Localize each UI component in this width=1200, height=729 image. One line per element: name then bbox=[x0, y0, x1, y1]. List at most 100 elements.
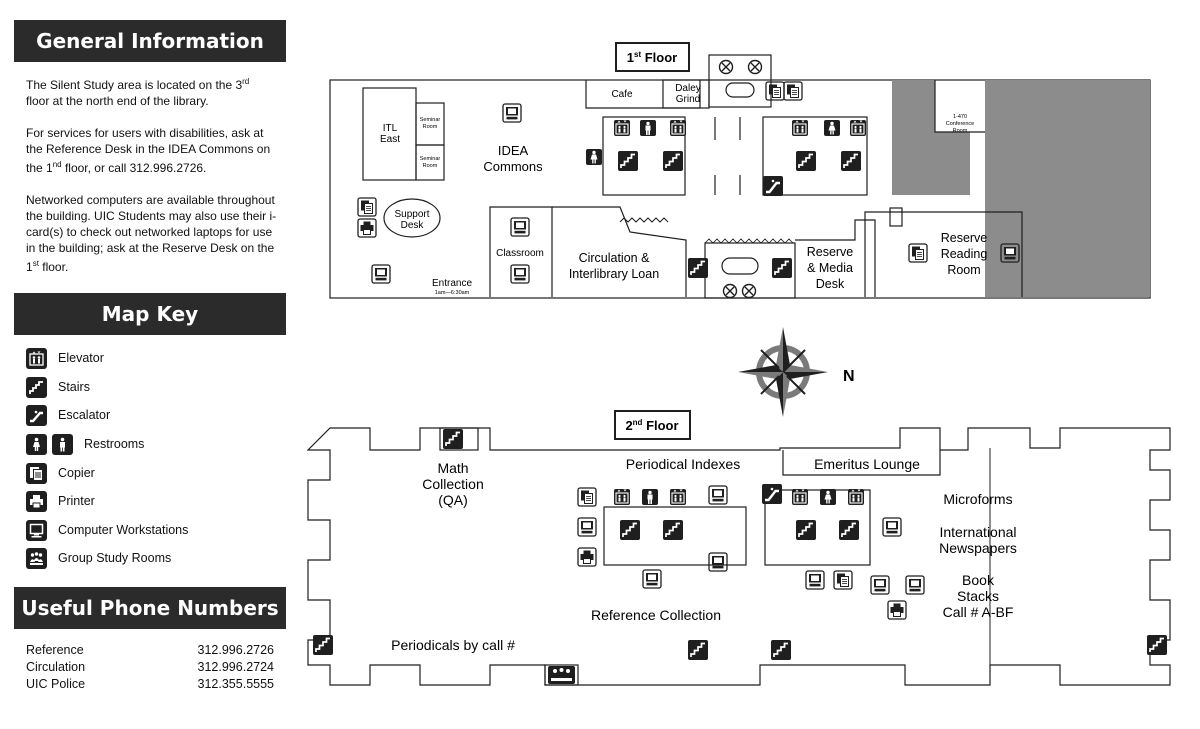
classroom-label: Classroom bbox=[496, 248, 544, 259]
stair-2-north bbox=[439, 427, 479, 451]
support-desk bbox=[383, 198, 441, 238]
svg-text:Desk: Desk bbox=[401, 220, 425, 231]
daley-grind-label: Daley bbox=[675, 83, 701, 94]
core-right bbox=[762, 116, 868, 196]
floor1-gray-area-bottom bbox=[1020, 195, 1045, 230]
svg-text:Room: Room bbox=[953, 128, 968, 134]
svg-text:Call # A-BF: Call # A-BF bbox=[943, 604, 1014, 620]
elevator-icon bbox=[26, 347, 47, 369]
entrance-hours: 1am—6:30am bbox=[435, 290, 470, 296]
svg-text:Desk: Desk bbox=[816, 277, 845, 291]
svg-text:(QA): (QA) bbox=[438, 492, 468, 508]
cafe-label: Cafe bbox=[611, 89, 633, 100]
math-collection-label: Math bbox=[437, 460, 468, 476]
key-label: Restrooms bbox=[84, 437, 145, 451]
support-desk-label: Support bbox=[394, 209, 429, 220]
core-left bbox=[602, 116, 686, 196]
microforms-label: Microforms bbox=[943, 491, 1012, 507]
phone-number: 312.996.2724 bbox=[197, 660, 274, 674]
svg-text:Room: Room bbox=[947, 263, 980, 277]
svg-text:Commons: Commons bbox=[483, 159, 543, 174]
key-item-group-study: Group Study Rooms bbox=[26, 547, 171, 569]
general-info-title: General Information bbox=[36, 29, 264, 53]
key-label: Computer Workstations bbox=[58, 523, 189, 537]
seminar-1-label: Seminar bbox=[420, 117, 441, 123]
core-2-left bbox=[603, 506, 747, 566]
computer-icon bbox=[26, 519, 47, 541]
cafe-wall bbox=[585, 80, 701, 109]
phone-number: 312.355.5555 bbox=[197, 677, 274, 691]
revolving-door-south bbox=[721, 257, 759, 275]
phone-number: 312.996.2726 bbox=[197, 643, 274, 657]
floor1-title: 1st Floor bbox=[627, 50, 677, 65]
book-stacks-label: Book bbox=[962, 572, 995, 588]
svg-text:Interlibrary Loan: Interlibrary Loan bbox=[569, 267, 659, 281]
key-label: Escalator bbox=[58, 408, 111, 422]
restroom-women-icon bbox=[26, 433, 47, 455]
group-study-icon bbox=[26, 547, 47, 569]
phone-name: Circulation bbox=[26, 660, 86, 674]
classroom-room bbox=[489, 206, 553, 297]
key-item-restrooms: Restrooms bbox=[26, 433, 144, 455]
svg-text:& Media: & Media bbox=[807, 261, 853, 275]
floor1-title-box bbox=[615, 42, 690, 72]
phone-name: UIC Police bbox=[26, 677, 86, 691]
svg-text:East: East bbox=[380, 134, 400, 145]
periodicals-label: Periodicals by call # bbox=[391, 637, 515, 653]
svg-text:Grind: Grind bbox=[676, 94, 700, 105]
copier-icon bbox=[26, 462, 47, 484]
key-item-elevator: Elevator bbox=[26, 347, 104, 369]
escalator-icon bbox=[26, 404, 47, 426]
emeritus-lounge-wall bbox=[782, 450, 941, 476]
seminar-2-label: Seminar bbox=[420, 156, 441, 162]
key-item-computer: Computer Workstations bbox=[26, 519, 188, 541]
emeritus-lounge-label: Emeritus Lounge bbox=[814, 456, 920, 472]
phone-row-police: UIC Police 312.355.5555 bbox=[26, 677, 274, 691]
idea-commons-label: IDEA bbox=[498, 143, 529, 158]
compass-rose-icon bbox=[738, 327, 828, 417]
floor1-gray-area-west bbox=[892, 80, 970, 195]
restroom-men-icon bbox=[52, 433, 73, 455]
stairs-icon bbox=[26, 376, 47, 398]
key-label: Copier bbox=[58, 466, 95, 480]
svg-text:Collection: Collection bbox=[422, 476, 483, 492]
group-study-map-icon bbox=[548, 666, 575, 684]
group-study-room bbox=[544, 664, 579, 686]
reserve-reading-label: Reserve bbox=[941, 231, 988, 245]
circulation-label: Circulation & bbox=[579, 251, 651, 265]
key-label: Elevator bbox=[58, 351, 104, 365]
svg-text:Reading: Reading bbox=[941, 247, 988, 261]
svg-text:Newspapers: Newspapers bbox=[939, 540, 1017, 556]
periodical-indexes-label: Periodical Indexes bbox=[626, 456, 740, 472]
key-item-stairs: Stairs bbox=[26, 376, 90, 398]
reserve-media-label: Reserve bbox=[807, 245, 854, 259]
phone-name: Reference bbox=[26, 643, 84, 657]
vestibule-north bbox=[708, 54, 772, 108]
key-item-copier: Copier bbox=[26, 462, 95, 484]
phone-row-circulation: Circulation 312.996.2724 bbox=[26, 660, 274, 674]
reference-collection-label: Reference Collection bbox=[591, 607, 721, 623]
reserve-reading-room bbox=[864, 211, 1023, 297]
general-info-text: The Silent Study area is located on the … bbox=[26, 74, 281, 291]
key-label: Stairs bbox=[58, 380, 90, 394]
key-item-escalator: Escalator bbox=[26, 404, 110, 426]
printer-icon bbox=[26, 490, 47, 512]
compass-north-label: N bbox=[843, 368, 855, 385]
general-info-header: General Information bbox=[14, 20, 286, 62]
svg-text:Room: Room bbox=[423, 163, 438, 169]
conference-room bbox=[934, 80, 985, 133]
svg-text:Conference: Conference bbox=[946, 121, 974, 127]
map-key-header: Map Key bbox=[14, 293, 286, 335]
phone-numbers-header: Useful Phone Numbers bbox=[14, 587, 286, 629]
info-silent-study: The Silent Study area is located on the … bbox=[26, 77, 250, 108]
info-computers: Networked computers are available throug… bbox=[26, 193, 277, 274]
map-key-title: Map Key bbox=[101, 302, 199, 326]
info-disabilities: For services for users with disabilities… bbox=[26, 126, 271, 175]
entrance-label: Entrance bbox=[432, 278, 472, 289]
floor2-title-box bbox=[614, 410, 691, 440]
revolving-door-north bbox=[725, 82, 755, 98]
intl-newspapers-label: International bbox=[939, 524, 1016, 540]
circulation-zigzag bbox=[619, 217, 669, 223]
core-2-right bbox=[764, 489, 871, 566]
